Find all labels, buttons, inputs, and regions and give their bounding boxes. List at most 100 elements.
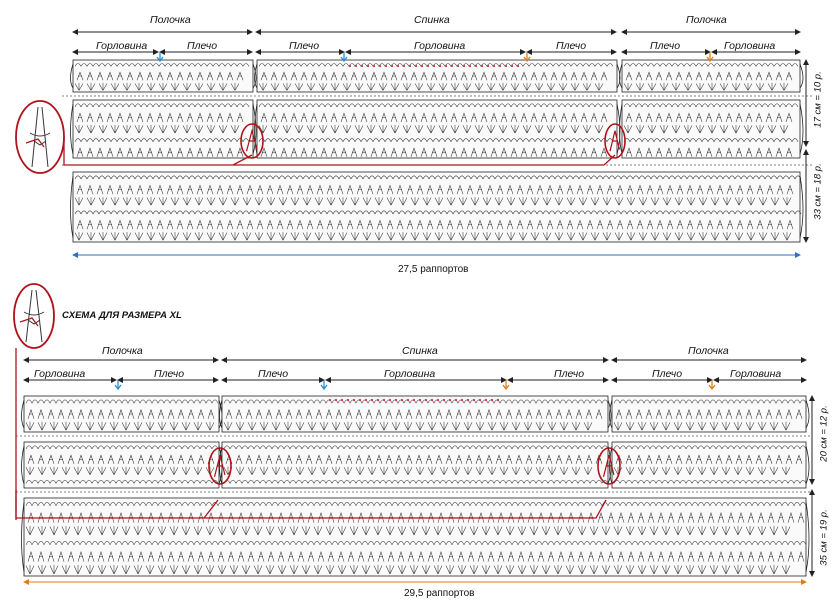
top-neck-dots-dot <box>498 64 502 68</box>
bottom-band-front-left-upper-row <box>25 421 215 431</box>
bottom-band-front-left-mid-edge-left <box>21 445 25 485</box>
bottom-marker-blue-2 <box>320 380 328 391</box>
top-band-back-upper-row <box>258 82 604 91</box>
top-band-body-edge-left <box>70 175 74 239</box>
top-band-body-row <box>74 232 792 241</box>
top-magnifier <box>15 100 65 174</box>
top-band-back-upper <box>254 59 621 93</box>
top-band-front-right-upper <box>619 59 804 93</box>
bottom-band-front-right-mid-edge-right <box>805 445 810 485</box>
top-neck-dots-dot <box>420 64 424 68</box>
bottom-marker-orange-1 <box>502 380 510 391</box>
bottom-section-label-front-right: Полочка <box>688 345 729 357</box>
bottom-neck-dots-dot <box>424 398 428 402</box>
top-callout-1 <box>240 123 264 159</box>
top-neck-dots-dot <box>504 64 508 68</box>
bottom-neck-dots-dot <box>364 398 368 402</box>
top-neck-dots-dot <box>486 64 490 68</box>
bottom-neck-dots-dot <box>418 398 422 402</box>
top-band-front-left-upper-edge-right <box>252 63 257 89</box>
bottom-band-front-left-mid-row <box>25 479 219 484</box>
top-callout-1-stitch <box>245 128 258 152</box>
top-neck-dots-dot <box>510 64 514 68</box>
top-neck-dots-dot <box>384 64 388 68</box>
top-band-body <box>70 171 804 243</box>
bottom-band-front-right-mid-row <box>613 445 807 450</box>
top-neck-dots-dot <box>426 64 430 68</box>
bottom-band-front-right-upper <box>609 395 810 433</box>
top-band-front-left-mid-row <box>76 147 244 157</box>
top-neck-dots-dot <box>402 64 406 68</box>
bottom-band-front-left-upper-row <box>25 399 219 404</box>
top-neck-dots-dot <box>396 64 400 68</box>
top-band-front-left-mid-row <box>74 124 240 134</box>
bottom-band-front-right-mid-row <box>613 466 791 475</box>
bottom-band-front-right-mid-edge-left <box>609 445 613 485</box>
top-band-front-right-mid-row <box>625 112 793 123</box>
bottom-neck-dots-dot <box>472 398 476 402</box>
top-band-body-row <box>76 219 794 230</box>
top-band-front-left-mid <box>70 99 257 159</box>
top-band-front-right-mid-row <box>623 124 789 134</box>
top-connector-line <box>63 137 616 166</box>
top-neck-dots-dot <box>444 64 448 68</box>
bottom-neck-dots-dot <box>370 398 374 402</box>
bottom-neck-dots-dot <box>358 398 362 402</box>
bottom-band-body-edge-left <box>21 501 25 573</box>
bottom-repeats-label: 29,5 раппортов <box>404 588 475 599</box>
top-band-front-left-mid-row <box>74 138 250 142</box>
top-neck-dots-dot <box>366 64 370 68</box>
top-neck-dots-dot <box>468 64 472 68</box>
bottom-band-body-row <box>25 564 791 575</box>
bottom-band-front-right-mid-row <box>613 479 807 484</box>
top-band-front-right-mid-row <box>625 147 793 157</box>
top-band-body-edge-right <box>799 175 804 239</box>
bottom-neck-dots-dot <box>346 398 350 402</box>
top-band-front-left-mid-row <box>74 103 250 108</box>
bottom-magnifier-detail <box>23 289 45 343</box>
bottom-title: СХЕМА ДЛЯ РАЗМЕРА XL <box>62 310 182 321</box>
bottom-neck-dots-dot <box>400 398 404 402</box>
bottom-neck-dots-dot <box>436 398 440 402</box>
top-neck-dots-dot <box>456 64 460 68</box>
top-magnifier-highlight <box>25 138 45 148</box>
bottom-neck-dots-dot <box>478 398 482 402</box>
top-band-front-right-mid-row <box>623 138 799 142</box>
bottom-connector-line <box>15 490 607 519</box>
top-band-front-right-mid-edge-right <box>799 103 804 155</box>
top-section-label-back: Спинка <box>414 14 450 26</box>
bottom-band-back-mid-row <box>223 445 609 450</box>
top-marker-orange-1 <box>523 52 531 63</box>
top-band-back-upper-row <box>258 63 614 67</box>
bottom-neck-dots <box>328 398 500 402</box>
bottom-band-back-mid <box>219 441 612 489</box>
top-band-front-left-upper-row <box>74 63 250 67</box>
top-callout-2 <box>604 123 626 159</box>
bottom-band-back-upper-edge-right <box>607 399 612 429</box>
bottom-magnifier-highlight <box>19 317 39 327</box>
top-neck-dots-dot <box>348 64 352 68</box>
top-band-front-left-mid-edge-right <box>252 103 257 155</box>
bottom-neck-dots-dot <box>430 398 434 402</box>
top-neck-dots-dot <box>462 64 466 68</box>
top-band-front-right-mid-row <box>623 103 799 108</box>
bottom-band-front-left-upper <box>21 395 223 433</box>
bottom-neck-dots-dot <box>382 398 386 402</box>
bottom-neck-dots-dot <box>412 398 416 402</box>
bottom-neck-dots-dot <box>484 398 488 402</box>
bottom-band-body-row <box>25 501 807 506</box>
top-band-front-left-upper <box>70 59 257 93</box>
top-marker-blue-1 <box>156 52 164 63</box>
top-band-back-mid-row <box>258 138 614 142</box>
top-band-back-mid-edge-right <box>616 103 621 155</box>
bottom-band-body-row <box>25 525 791 536</box>
bottom-band-body <box>21 497 810 577</box>
top-section-label-front-left: Полочка <box>150 14 191 26</box>
bottom-neck-dots-dot <box>454 398 458 402</box>
bottom-neck-dots-dot <box>496 398 500 402</box>
bottom-band-body-edge-right <box>805 501 810 573</box>
top-band-front-left-upper-row <box>76 71 244 81</box>
bottom-band-front-left-mid-row <box>25 445 219 450</box>
bottom-band-body-border <box>23 497 807 577</box>
